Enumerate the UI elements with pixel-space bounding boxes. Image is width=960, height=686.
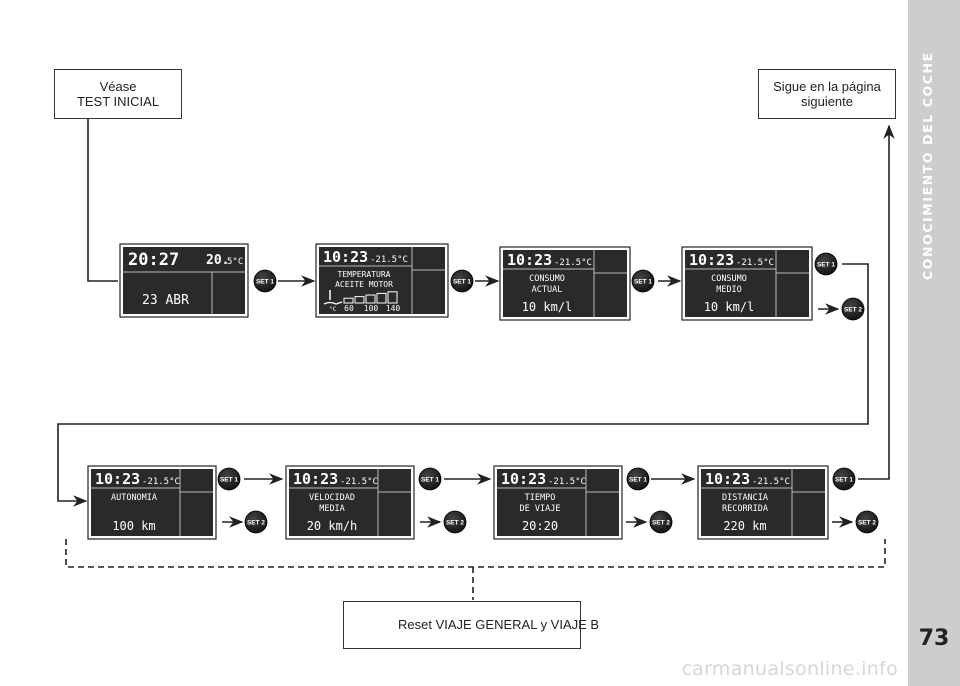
set1-button-7: SET 1: [626, 467, 650, 491]
set1-button-6-label: SET 1: [421, 477, 439, 484]
screen-autonomia-line1: AUTONOMIA: [111, 493, 157, 503]
note-next-line2: siguiente: [800, 94, 854, 109]
note-test-inicial: Véase TEST INICIAL: [54, 69, 182, 119]
set1-button-8: SET 1: [832, 467, 856, 491]
set1-button-3: SET 1: [631, 269, 655, 293]
screen-autonomia-time: 10:23: [95, 470, 140, 488]
screen-clock-time: 20:27: [128, 250, 179, 270]
screen-clock-temp: 20.: [206, 253, 229, 268]
set1-button-3-label: SET 1: [634, 279, 652, 286]
screen-clock-temp-unit: 5°C: [227, 257, 243, 267]
screen-consumo-actual-value: 10 km/l: [522, 300, 573, 314]
set1-button-4-label: SET 1: [817, 262, 835, 269]
connectors: [57, 119, 895, 528]
note-start-line2: TEST INICIAL: [76, 94, 160, 109]
set2-button-4: SET 2: [649, 510, 673, 534]
set2-button-5: SET 2: [855, 510, 879, 534]
screen-oil-temp-temp: -21.5°C: [370, 255, 408, 265]
screen-consumo-medio-line1: CONSUMO: [711, 274, 747, 284]
screen-velocidad-temp: -21.5°C: [340, 477, 378, 487]
screen-oil-temp-line2: ACEITE MOTOR: [335, 280, 393, 289]
dashed-bracket: [65, 539, 886, 600]
side-band: [908, 0, 960, 686]
note-start-line1: Véase: [99, 79, 137, 94]
screen-tiempo-temp: -21.5°C: [548, 477, 586, 487]
set2-button-3: SET 2: [443, 510, 467, 534]
set1-button-8-label: SET 1: [835, 477, 853, 484]
screen-oil-temp-scale-140: 140: [386, 304, 401, 313]
screen-consumo-medio-line2: MEDIO: [716, 285, 742, 295]
set2-button-5-label: SET 2: [858, 520, 876, 527]
screen-autonomia-value: 100 km: [112, 519, 155, 533]
screen-velocidad-time: 10:23: [293, 470, 338, 488]
oil-temp-bar: [365, 294, 376, 304]
set1-button-4: SET 1: [814, 252, 838, 276]
screen-autonomia: 10:23-21.5°C AUTONOMIA 100 km: [87, 465, 217, 540]
screen-distancia-temp: -21.5°C: [752, 477, 790, 487]
screen-oil-temp-scale-100: 100: [364, 304, 379, 313]
oil-temp-bar: [376, 292, 387, 304]
screen-tiempo-time: 10:23: [501, 470, 546, 488]
screen-consumo-medio-value: 10 km/l: [704, 300, 755, 314]
screen-tiempo-value: 20:20: [522, 519, 558, 533]
note-next-line1: Sigue en la página: [773, 79, 881, 94]
set1-button-2-label: SET 1: [453, 279, 471, 286]
set2-button-2-label: SET 2: [247, 520, 265, 527]
screen-distancia-line2: RECORRIDA: [722, 504, 768, 514]
screen-consumo-actual-temp: -21.5°C: [554, 258, 592, 268]
screen-oil-temp-scale-unit: °C: [329, 306, 337, 313]
screen-consumo-actual-line1: CONSUMO: [529, 274, 565, 284]
set1-button-6: SET 1: [418, 467, 442, 491]
oil-temp-bar: [387, 291, 398, 304]
page-number: 73: [918, 626, 950, 651]
screen-tiempo-line2: DE VIAJE: [520, 504, 561, 514]
set1-button-1: SET 1: [253, 269, 277, 293]
screen-oil-temp-scale-60: 60: [344, 304, 354, 313]
screen-consumo-actual-line2: ACTUAL: [532, 285, 563, 295]
oil-temp-bar: [343, 297, 354, 304]
set1-button-1-label: SET 1: [256, 279, 274, 286]
set1-button-7-label: SET 1: [629, 477, 647, 484]
set2-button-4-label: SET 2: [652, 520, 670, 527]
screen-velocidad-line1: VELOCIDAD: [309, 493, 355, 503]
screen-distancia-value: 220 km: [723, 519, 766, 533]
screen-oil-temp-time: 10:23: [323, 248, 368, 266]
note-next-page: Sigue en la página siguiente: [758, 69, 896, 119]
screen-consumo-medio-temp: -21.5°C: [736, 258, 774, 268]
oil-temp-bar: [354, 296, 365, 304]
screen-oil-temp-line1: TEMPERATURA: [338, 270, 391, 279]
reset-note-text: Reset VIAJE GENERAL y VIAJE B: [398, 617, 600, 632]
set2-button-1: SET 2: [841, 297, 865, 321]
set2-button-3-label: SET 2: [446, 520, 464, 527]
screen-distancia-line1: DISTANCIA: [722, 493, 768, 503]
reset-note-box: [343, 601, 581, 649]
connector-start: [87, 119, 118, 282]
set1-button-2: SET 1: [450, 269, 474, 293]
screen-consumo-actual-time: 10:23: [507, 251, 552, 269]
connector-next: [858, 124, 895, 480]
watermark: carmanualsonline.info: [681, 658, 898, 680]
screen-consumo-medio-time: 10:23: [689, 251, 734, 269]
screen-velocidad-line2: MEDIA: [319, 504, 345, 514]
set1-button-5: SET 1: [217, 467, 241, 491]
set2-button-1-label: SET 2: [844, 307, 862, 314]
screen-velocidad-value: 20 km/h: [307, 519, 358, 533]
screen-clock-date: 23 ABR: [142, 293, 189, 308]
screen-tiempo-line1: TIEMPO: [525, 493, 556, 503]
screen-autonomia-temp: -21.5°C: [142, 477, 180, 487]
screen-distancia-time: 10:23: [705, 470, 750, 488]
set2-button-2: SET 2: [244, 510, 268, 534]
screen-clock: 20:27 20.5°C 23 ABR: [119, 243, 249, 318]
set1-button-5-label: SET 1: [220, 477, 238, 484]
connector-wrap: [57, 263, 869, 507]
oil-temp-icon: [323, 290, 343, 305]
